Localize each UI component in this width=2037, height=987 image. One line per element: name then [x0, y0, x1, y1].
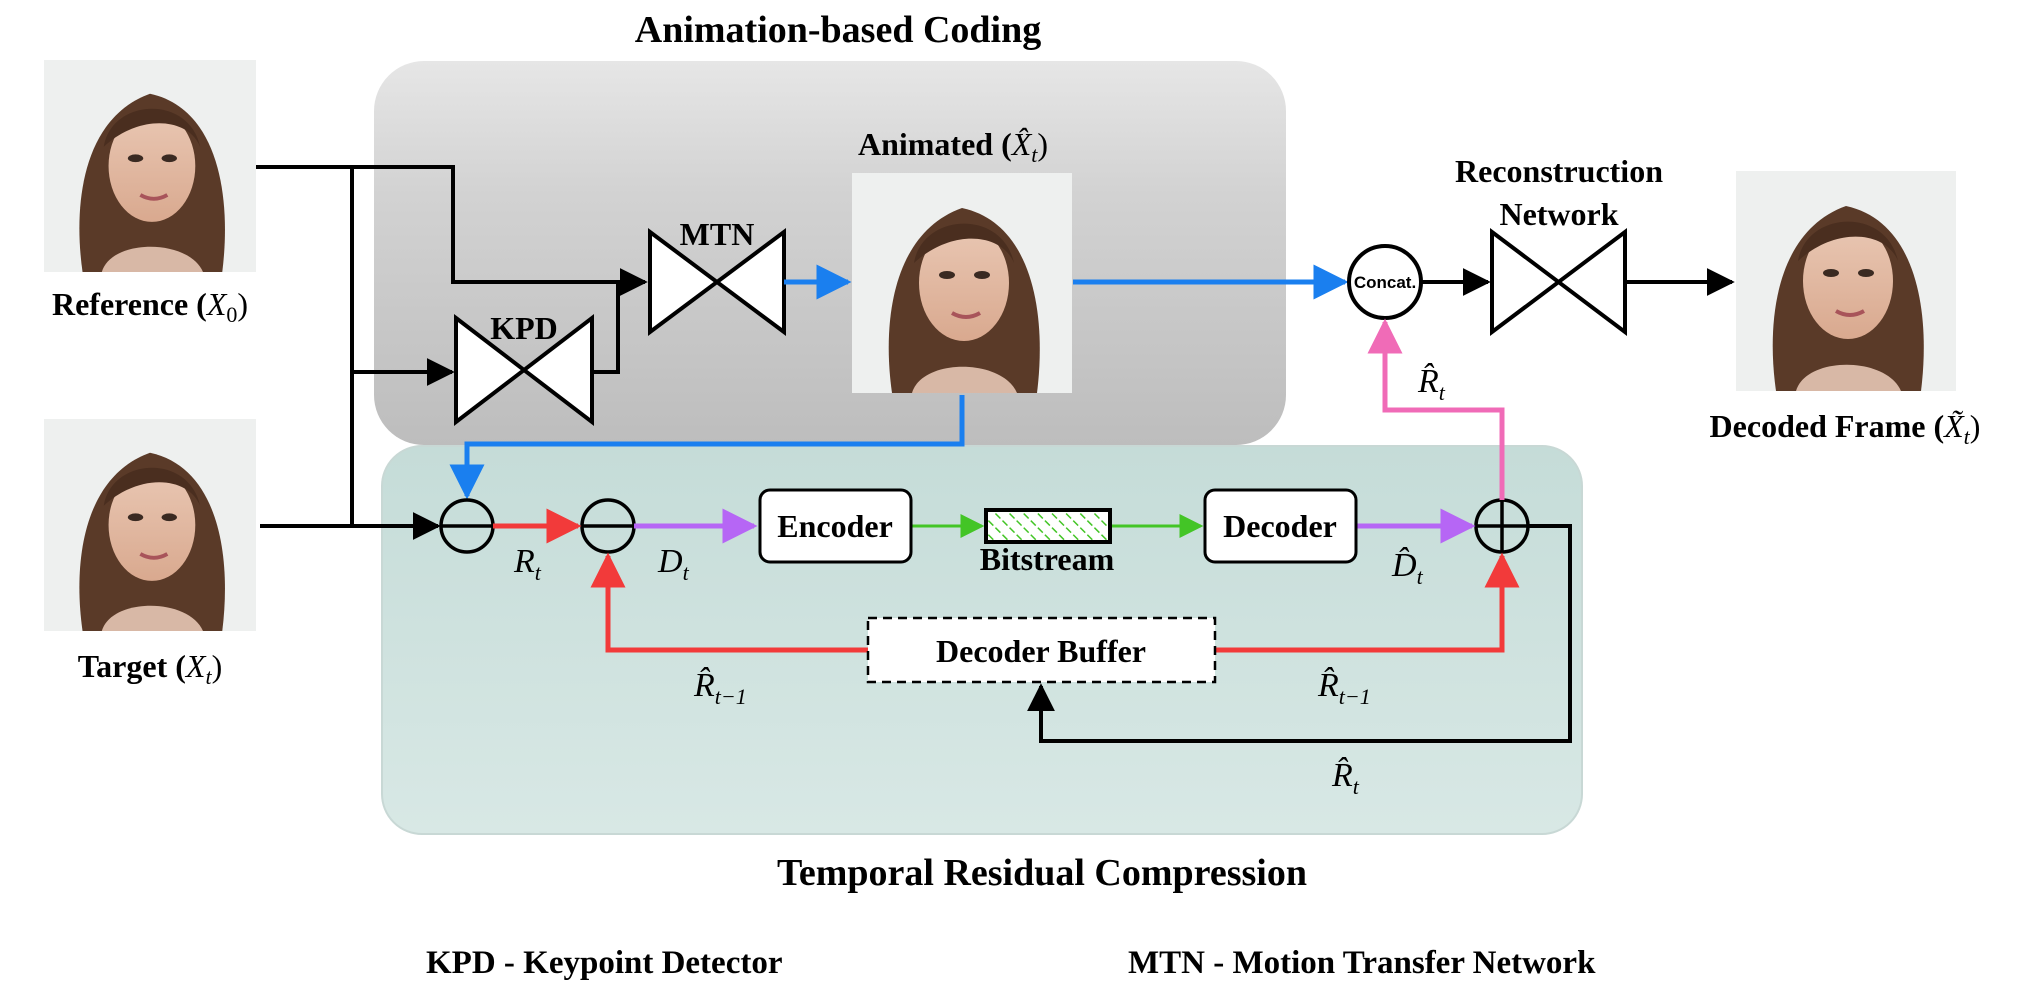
concat-node: Concat. [1347, 244, 1423, 320]
mtn-block: MTN [648, 216, 786, 336]
bitstream-label: Bitstream [980, 541, 1115, 577]
target-image [44, 418, 256, 632]
blue-flows [449, 264, 1349, 500]
encoder-label: Encoder [777, 508, 893, 544]
signal-r-t: Rt [513, 543, 542, 585]
decoder-buffer-label: Decoder Buffer [936, 633, 1146, 669]
decoded-frame-image [1736, 171, 1956, 391]
reconstruction-label-line1: Reconstruction [1455, 153, 1663, 189]
temporal-residual-title: Temporal Residual Compression [777, 852, 1307, 894]
kpd-label: KPD [490, 310, 558, 346]
reference-image [44, 60, 256, 272]
pink-flow [1367, 318, 1505, 500]
decoder-label: Decoder [1223, 508, 1337, 544]
reconstruction-network: Reconstruction Network [1455, 153, 1663, 337]
encoder-block: Encoder [758, 488, 913, 564]
animation-coding-title: Animation-based Coding [635, 9, 1041, 51]
mtn-label: MTN [680, 216, 755, 252]
concat-label: Concat. [1354, 273, 1416, 292]
decoder-buffer-block: Decoder Buffer [866, 616, 1217, 684]
animated-image [852, 173, 1072, 393]
legend-mtn: MTN - Motion Transfer Network [1128, 945, 1596, 981]
signal-d-t: Dt [657, 543, 690, 585]
decoded-frame-label: Decoded Frame (X̃t) [1710, 408, 1981, 449]
signal-r-hat-t-concat: R̂t [1417, 362, 1446, 405]
signal-d-hat-t: D̂t [1391, 546, 1424, 589]
reconstruction-label-line2: Network [1499, 196, 1618, 232]
signal-r-hat-prev-right: R̂t−1 [1317, 666, 1371, 709]
kpd-block: KPD [454, 310, 594, 427]
feedback-loop [1027, 524, 1572, 743]
red-flows [493, 508, 1520, 653]
target-label: Target (Xt) [78, 648, 222, 689]
signal-r-hat-prev-left: R̂t−1 [693, 666, 747, 709]
legend-kpd: KPD - Keypoint Detector [426, 945, 782, 981]
animated-label: Animated (X̂t) [858, 126, 1048, 167]
animation-coding-panel [374, 61, 1286, 445]
bitstream-block: Bitstream [980, 508, 1115, 577]
adder-node [1474, 498, 1530, 554]
decoder-block: Decoder [1203, 488, 1358, 564]
reference-label: Reference (X0) [52, 286, 248, 327]
signal-r-hat-t-feedback: R̂t [1331, 756, 1360, 799]
input-wiring [256, 165, 648, 540]
